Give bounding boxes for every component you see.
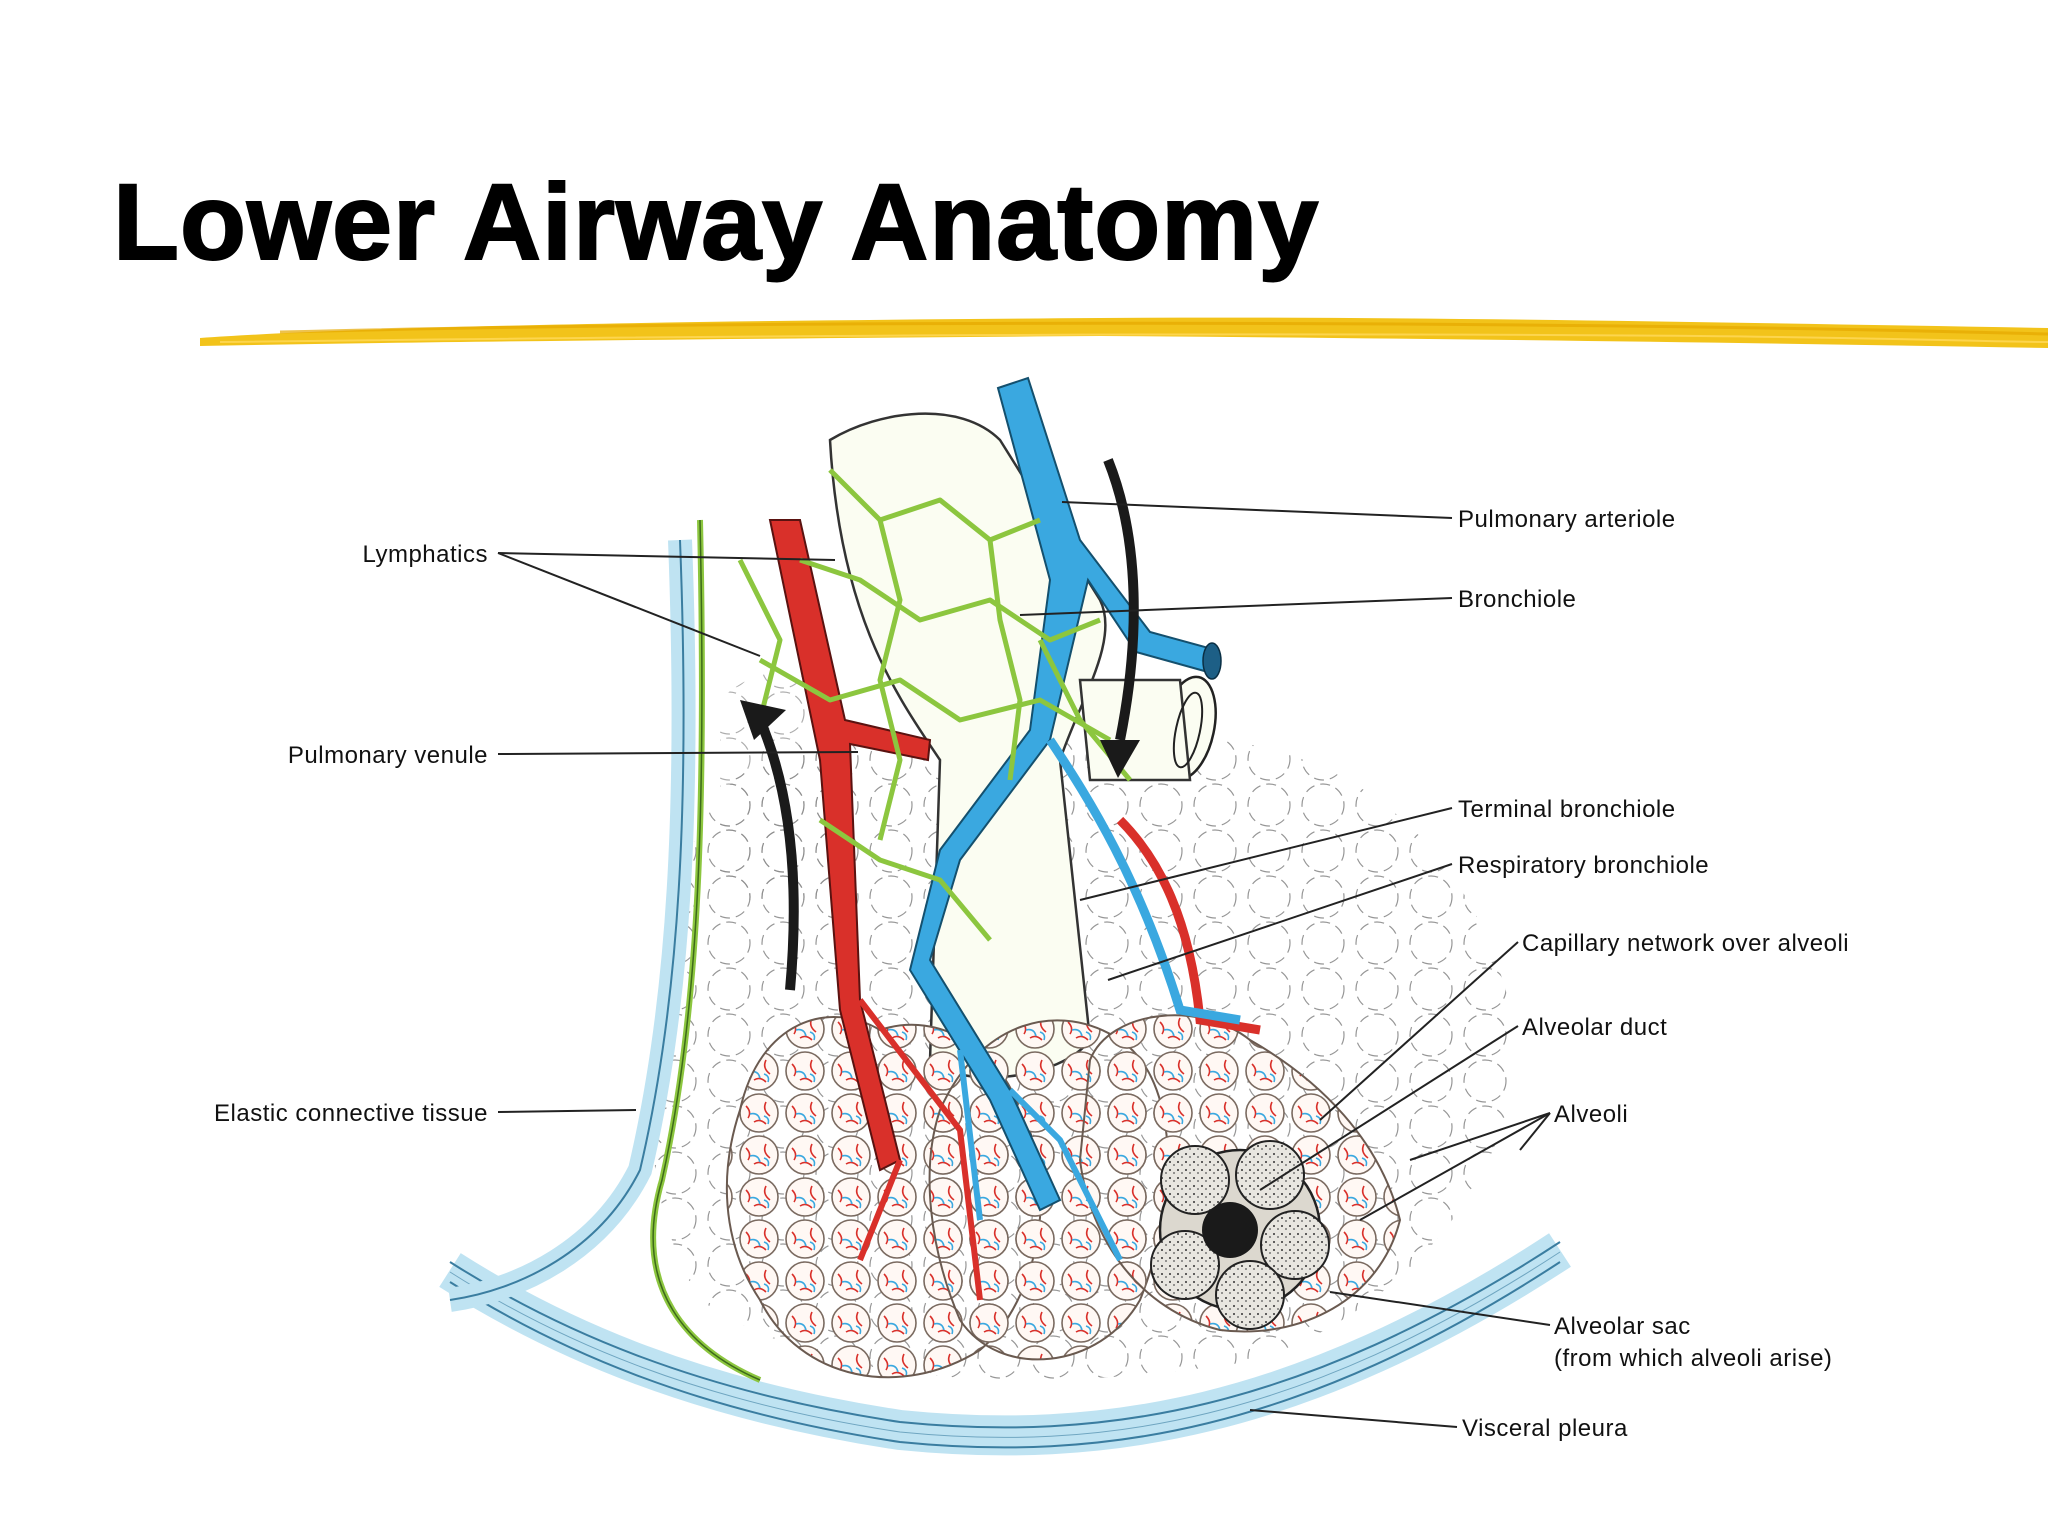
pulmonary-arteriole <box>908 376 1241 1262</box>
label-pulmonary-arteriole: Pulmonary arteriole <box>1458 506 1676 533</box>
down-arrow-icon <box>1100 740 1140 778</box>
label-alveolar-duct: Alveolar duct <box>1522 1014 1667 1041</box>
elastic-connective-tissue <box>448 519 762 1383</box>
label-pulmonary-venule: Pulmonary venule <box>288 742 488 769</box>
title-underline <box>200 317 2048 348</box>
label-lymphatics: Lymphatics <box>363 541 489 568</box>
pulmonary-venule <box>768 519 1261 1301</box>
label-elastic-connective-tissue: Elastic connective tissue <box>214 1100 488 1127</box>
blood-flow-arrows <box>740 458 1140 991</box>
label-alveolar-sac: Alveolar sac <box>1554 1313 1691 1340</box>
label-capillary-network: Capillary network over alveoli <box>1522 930 1849 957</box>
up-arrow-icon <box>740 700 786 740</box>
label-alveoli: Alveoli <box>1554 1101 1628 1128</box>
alveolar-sac <box>1150 1140 1330 1330</box>
slide-title: Lower Airway Anatomy <box>112 161 1320 282</box>
leader-lines <box>497 501 1551 1428</box>
label-terminal-bronchiole: Terminal bronchiole <box>1458 796 1676 823</box>
visceral-pleura <box>439 1233 1571 1456</box>
label-bronchiole: Bronchiole <box>1458 586 1576 613</box>
label-respiratory-bronchiole: Respiratory bronchiole <box>1458 852 1709 879</box>
label-visceral-pleura: Visceral pleura <box>1462 1415 1628 1442</box>
label-alveolar-sac-note: (from which alveoli arise) <box>1554 1345 1832 1372</box>
